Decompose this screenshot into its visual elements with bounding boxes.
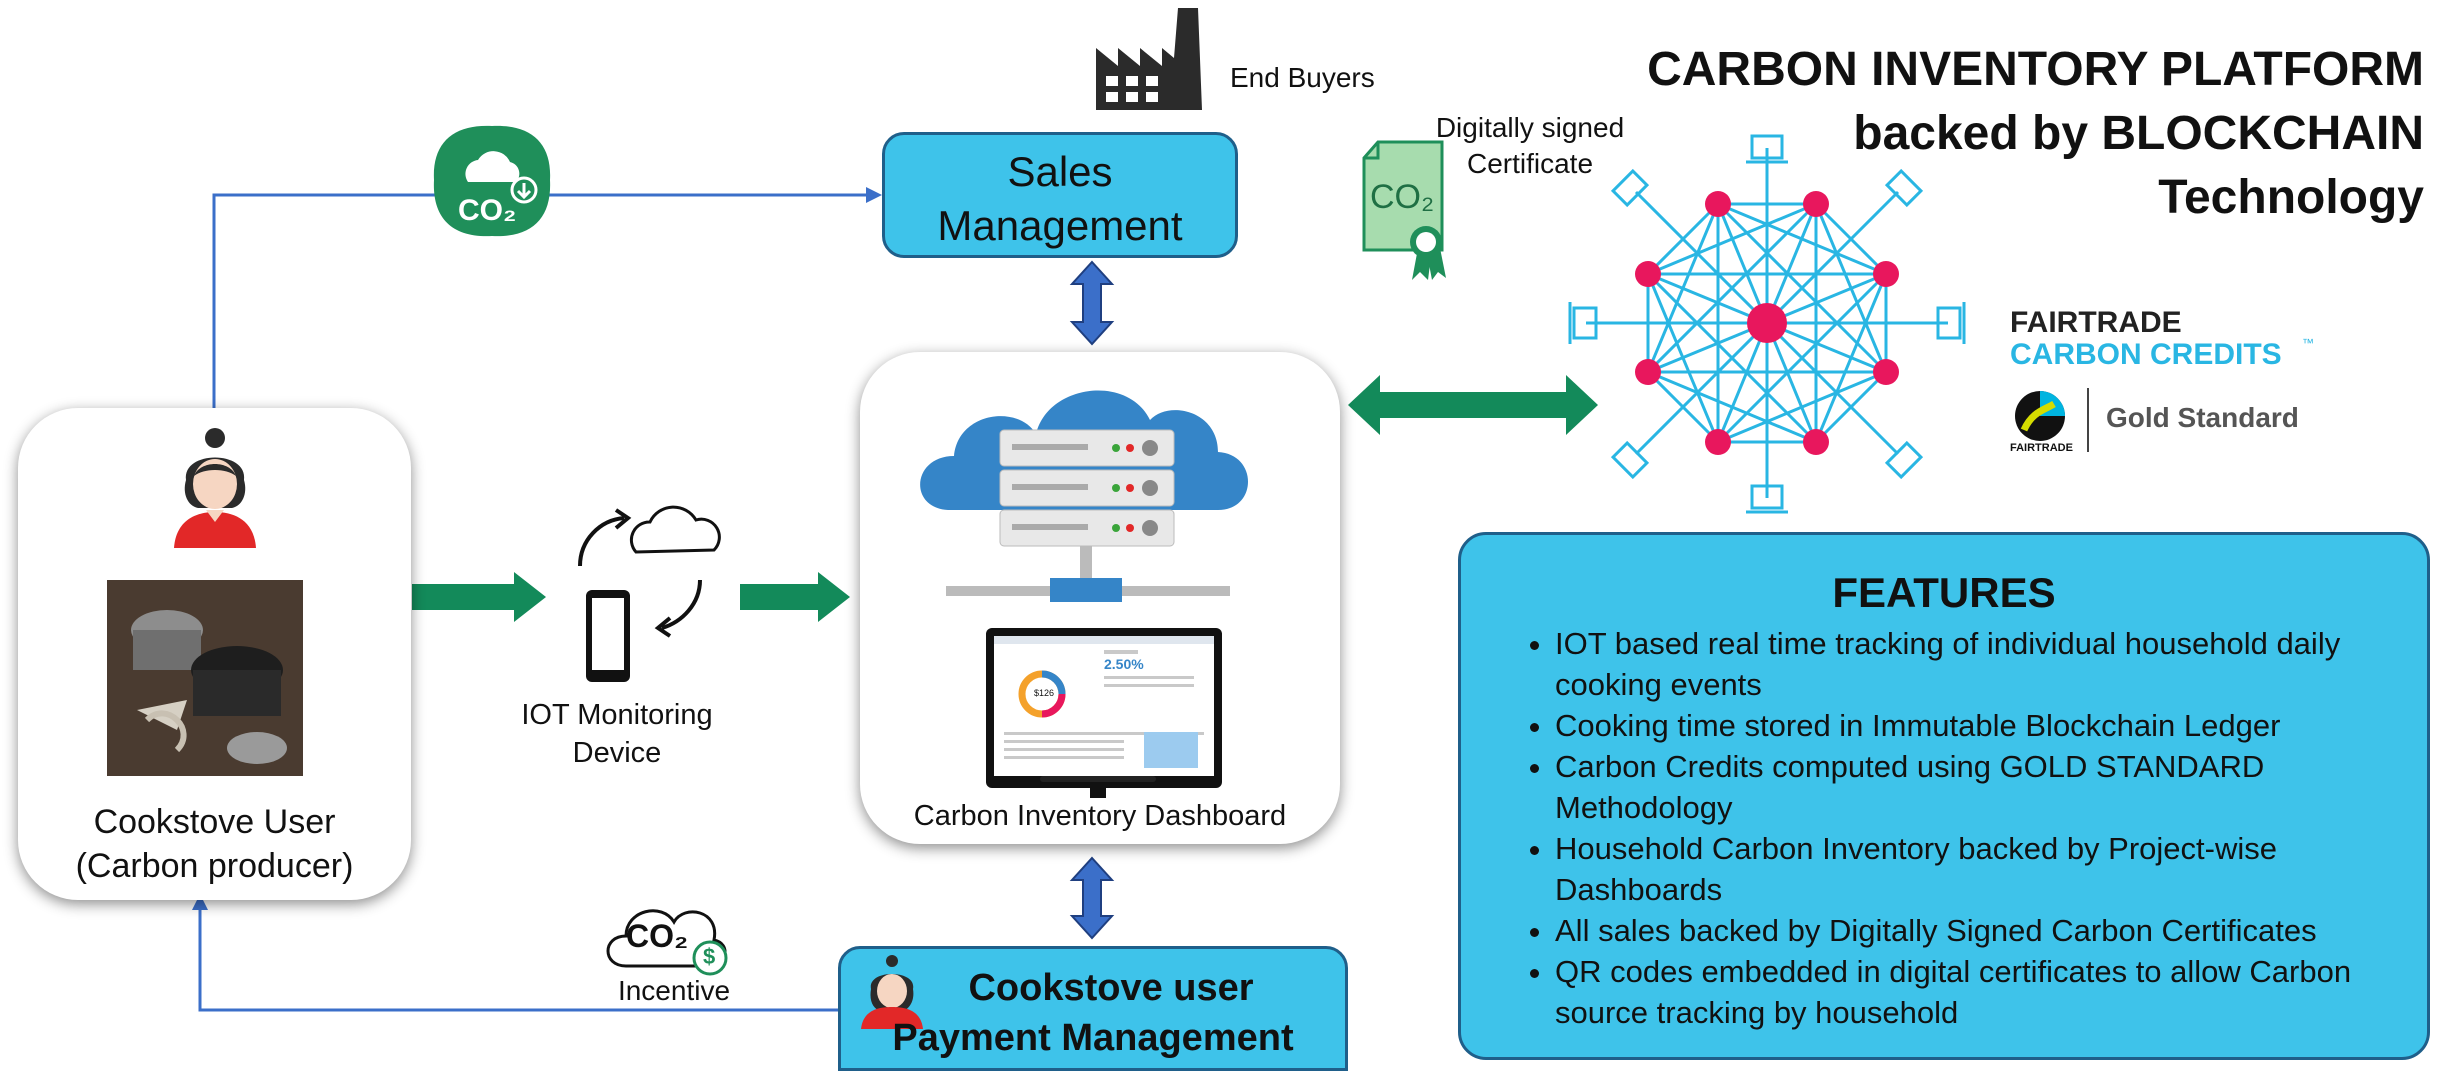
certificate-icon-text: CO₂	[1370, 178, 1435, 216]
payment-line-1: Cookstove user	[968, 967, 1254, 1009]
iot-label-2: Device	[572, 737, 662, 769]
payment-woman-icon	[861, 955, 923, 1029]
monitor-base	[1040, 776, 1156, 782]
co2-dollar-icon: CO₂ $	[602, 896, 734, 980]
feature-item: Carbon Credits computed using GOLD STAND…	[1555, 746, 2397, 828]
monitor-screen-graphic	[994, 636, 1214, 768]
payment-management-box: Cookstove user Payment Management	[838, 946, 1348, 1071]
sales-management-box: Sales Management	[882, 132, 1238, 258]
green-arrow-cookstove-iot	[412, 572, 546, 622]
monitor-neck	[1090, 788, 1106, 798]
iot-label-1: IOT Monitoring	[521, 699, 713, 731]
certificate-label-2: Certificate	[1466, 148, 1594, 179]
incentive-flow-line	[198, 908, 838, 1012]
green-double-arrow	[1348, 375, 1598, 435]
monitor-screen: $126 2.50%	[994, 636, 1214, 776]
incentive-dollar-text: $	[703, 944, 716, 969]
fairtrade-small-label: FAIRTRADE	[2010, 442, 2073, 454]
dashboard-label: Carbon Inventory Dashboard	[913, 800, 1287, 832]
blue-double-arrow-payment	[1069, 856, 1115, 940]
feature-item: QR codes embedded in digital certificate…	[1555, 951, 2397, 1033]
fairtrade-logo	[2015, 391, 2065, 441]
cookstove-label-1: Cookstove User	[93, 803, 336, 841]
fairtrade-title-1: FAIRTRADE	[2010, 306, 2182, 339]
blockchain-network-icon	[1568, 134, 1966, 514]
title-line-3: Technology	[2158, 171, 2424, 224]
features-heading: FEATURES	[1832, 569, 2056, 616]
co2-cloud-icon: CO₂	[432, 124, 552, 238]
factory-icon	[1096, 8, 1202, 110]
logo-divider	[2087, 388, 2089, 452]
gold-standard-logo: Gold Standard	[2106, 402, 2299, 433]
sales-line-2: Management	[937, 202, 1183, 249]
cloud-server-icon	[920, 390, 1248, 602]
co2-badge-text: CO₂	[458, 194, 517, 227]
sales-line-1: Sales	[1007, 148, 1113, 195]
monitor-icon: $126 2.50%	[986, 628, 1222, 788]
fairtrade-title-2: CARBON CREDITS	[2010, 338, 2282, 371]
monitor-donut-value: $126	[1034, 688, 1055, 698]
certificate-label-1: Digitally signed	[1435, 112, 1625, 143]
incentive-flow-arrowhead	[192, 894, 208, 910]
iot-device-icon	[578, 505, 721, 682]
incentive-label: Incentive	[617, 975, 731, 1006]
cookstove-label-2: (Carbon producer)	[75, 847, 354, 885]
title-line-2: backed by BLOCKCHAIN	[1853, 107, 2424, 160]
end-buyers-label: End Buyers	[1230, 62, 1375, 93]
co2-flow-line	[212, 193, 868, 410]
feature-item: Cooking time stored in Immutable Blockch…	[1555, 705, 2397, 746]
co2-flow-arrowhead	[866, 187, 882, 203]
certificate-icon: CO₂	[1360, 140, 1450, 282]
blue-double-arrow-sales	[1069, 260, 1115, 346]
title-line-1: CARBON INVENTORY PLATFORM	[1647, 43, 2424, 96]
feature-item: IOT based real time tracking of individu…	[1555, 623, 2397, 705]
monitor-value: 2.50%	[1104, 656, 1144, 672]
woman-avatar-icon	[174, 428, 256, 548]
incentive-icon-text: CO₂	[626, 918, 689, 954]
features-panel: FEATURES IOT based real time tracking of…	[1458, 532, 2430, 1060]
feature-item: All sales backed by Digitally Signed Car…	[1555, 910, 2397, 951]
features-list: IOT based real time tracking of individu…	[1523, 623, 2397, 1033]
payment-line-2: Payment Management	[892, 1017, 1294, 1059]
cookstove-photo	[107, 580, 303, 776]
fairtrade-tm: ™	[2302, 336, 2314, 350]
green-arrow-iot-dashboard	[740, 572, 850, 622]
feature-item: Household Carbon Inventory backed by Pro…	[1555, 828, 2397, 910]
